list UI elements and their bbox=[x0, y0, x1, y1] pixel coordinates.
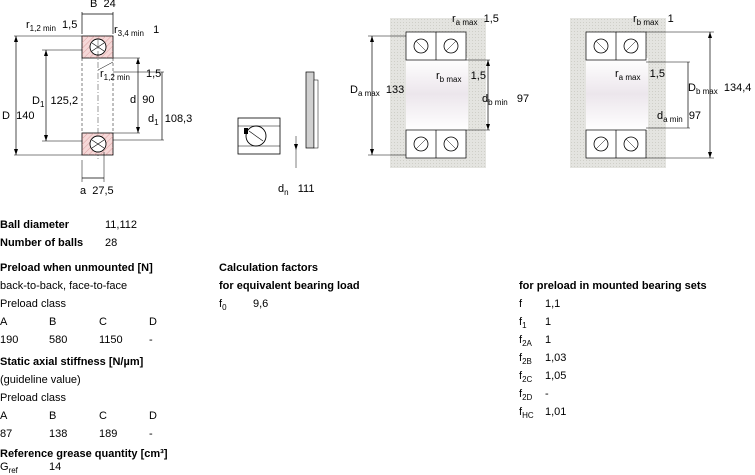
stiffness-value-a: 87 bbox=[0, 428, 13, 440]
factor-f1-value: 1 bbox=[545, 316, 552, 328]
ball-diameter-label: Ball diameter bbox=[0, 219, 70, 231]
stiffness-class-label: Preload class bbox=[0, 392, 67, 404]
dim-rbmax-left: rb max 1,5 bbox=[436, 70, 486, 84]
factor-fhc-value: 1,01 bbox=[545, 406, 567, 418]
preload-header-a: A bbox=[0, 316, 8, 328]
stiffness-header-a: A bbox=[0, 410, 8, 422]
factor-f2c-value: 1,05 bbox=[545, 370, 567, 382]
factor-f2b-value: 1,03 bbox=[545, 352, 567, 364]
dim-r12min-mid: r1,2 min bbox=[100, 68, 130, 82]
factor-fhc-label: fHC bbox=[519, 406, 534, 420]
dim-D: D 140 bbox=[2, 110, 35, 122]
dim-r12min-mid-value: 1,5 bbox=[146, 68, 162, 80]
factor-f-value: 1,1 bbox=[545, 298, 561, 310]
grease-title: Reference grease quantity [cm³] bbox=[0, 448, 168, 460]
factor-f1-label: f1 bbox=[519, 316, 527, 330]
preload-value-a: 190 bbox=[0, 334, 19, 346]
dim-dbmin: db min 97 bbox=[482, 93, 530, 107]
preload-value-d: - bbox=[149, 334, 153, 346]
calc-mounted-title: for preload in mounted bearing sets bbox=[519, 280, 707, 292]
preload-title: Preload when unmounted [N] bbox=[0, 262, 153, 274]
ball-diameter-value: 11,112 bbox=[105, 219, 138, 231]
dim-r12min-top: r1,2 min 1,5 bbox=[26, 19, 78, 33]
stiffness-value-c: 189 bbox=[99, 428, 118, 440]
preload-arrangement: back-to-back, face-to-face bbox=[0, 280, 128, 292]
grease-value: 14 bbox=[49, 461, 62, 473]
stiffness-header-b: B bbox=[49, 410, 57, 422]
calc-f0-value: 9,6 bbox=[253, 298, 269, 310]
factor-f2a-label: f2A bbox=[519, 334, 532, 348]
dim-d: d 90 bbox=[130, 94, 155, 106]
number-of-balls-label: Number of balls bbox=[0, 237, 84, 249]
dim-rbmax-right: rb max 1 bbox=[633, 13, 674, 27]
factor-f2d-label: f2D bbox=[519, 388, 533, 402]
stiffness-value-b: 138 bbox=[49, 428, 68, 440]
preload-value-b: 580 bbox=[49, 334, 68, 346]
calc-equiv-title: for equivalent bearing load bbox=[219, 280, 360, 292]
dim-ramax-right: ra max 1,5 bbox=[615, 68, 665, 82]
dim-B: B 24 bbox=[90, 0, 116, 10]
bearing-drawings bbox=[14, 12, 714, 182]
dim-ramax-left: ra max 1,5 bbox=[452, 13, 499, 27]
stiffness-note: (guideline value) bbox=[0, 374, 81, 386]
preload-header-b: B bbox=[49, 316, 57, 328]
calc-f0-label: f0 bbox=[219, 298, 227, 312]
abutment-drawing-right bbox=[570, 18, 714, 168]
factor-f2b-label: f2B bbox=[519, 352, 532, 366]
preload-class-label: Preload class bbox=[0, 298, 67, 310]
factor-f2a-value: 1 bbox=[545, 334, 552, 346]
dim-d1: d1 108,3 bbox=[148, 113, 193, 127]
preload-header-c: C bbox=[99, 316, 107, 328]
preload-header-d: D bbox=[149, 316, 157, 328]
grease-label: Gref bbox=[0, 461, 18, 475]
stiffness-value-d: - bbox=[149, 428, 153, 440]
factor-f-label: f bbox=[519, 298, 523, 310]
stiffness-title: Static axial stiffness [N/µm] bbox=[0, 356, 144, 368]
abutment-drawing-left bbox=[368, 18, 490, 168]
dn-drawing bbox=[237, 71, 319, 168]
dim-Dbmax: Db max 134,4 bbox=[688, 82, 752, 96]
bearing-section-drawing bbox=[14, 12, 164, 182]
calc-title: Calculation factors bbox=[219, 262, 319, 274]
dim-dn: dn 111 bbox=[278, 183, 315, 197]
dim-D1: D1 125,2 bbox=[32, 95, 79, 109]
number-of-balls-value: 28 bbox=[105, 237, 118, 249]
dim-damin: da min 97 bbox=[657, 110, 702, 124]
factor-f2d-value: - bbox=[545, 388, 549, 400]
preload-value-c: 1150 bbox=[99, 334, 123, 346]
dim-Damax: Da max 133 bbox=[350, 84, 405, 98]
factor-f2c-label: f2C bbox=[519, 370, 533, 384]
stiffness-header-d: D bbox=[149, 410, 157, 422]
dim-a: a 27,5 bbox=[80, 185, 114, 197]
dim-r34min: r3,4 min 1 bbox=[114, 24, 160, 38]
stiffness-header-c: C bbox=[99, 410, 107, 422]
